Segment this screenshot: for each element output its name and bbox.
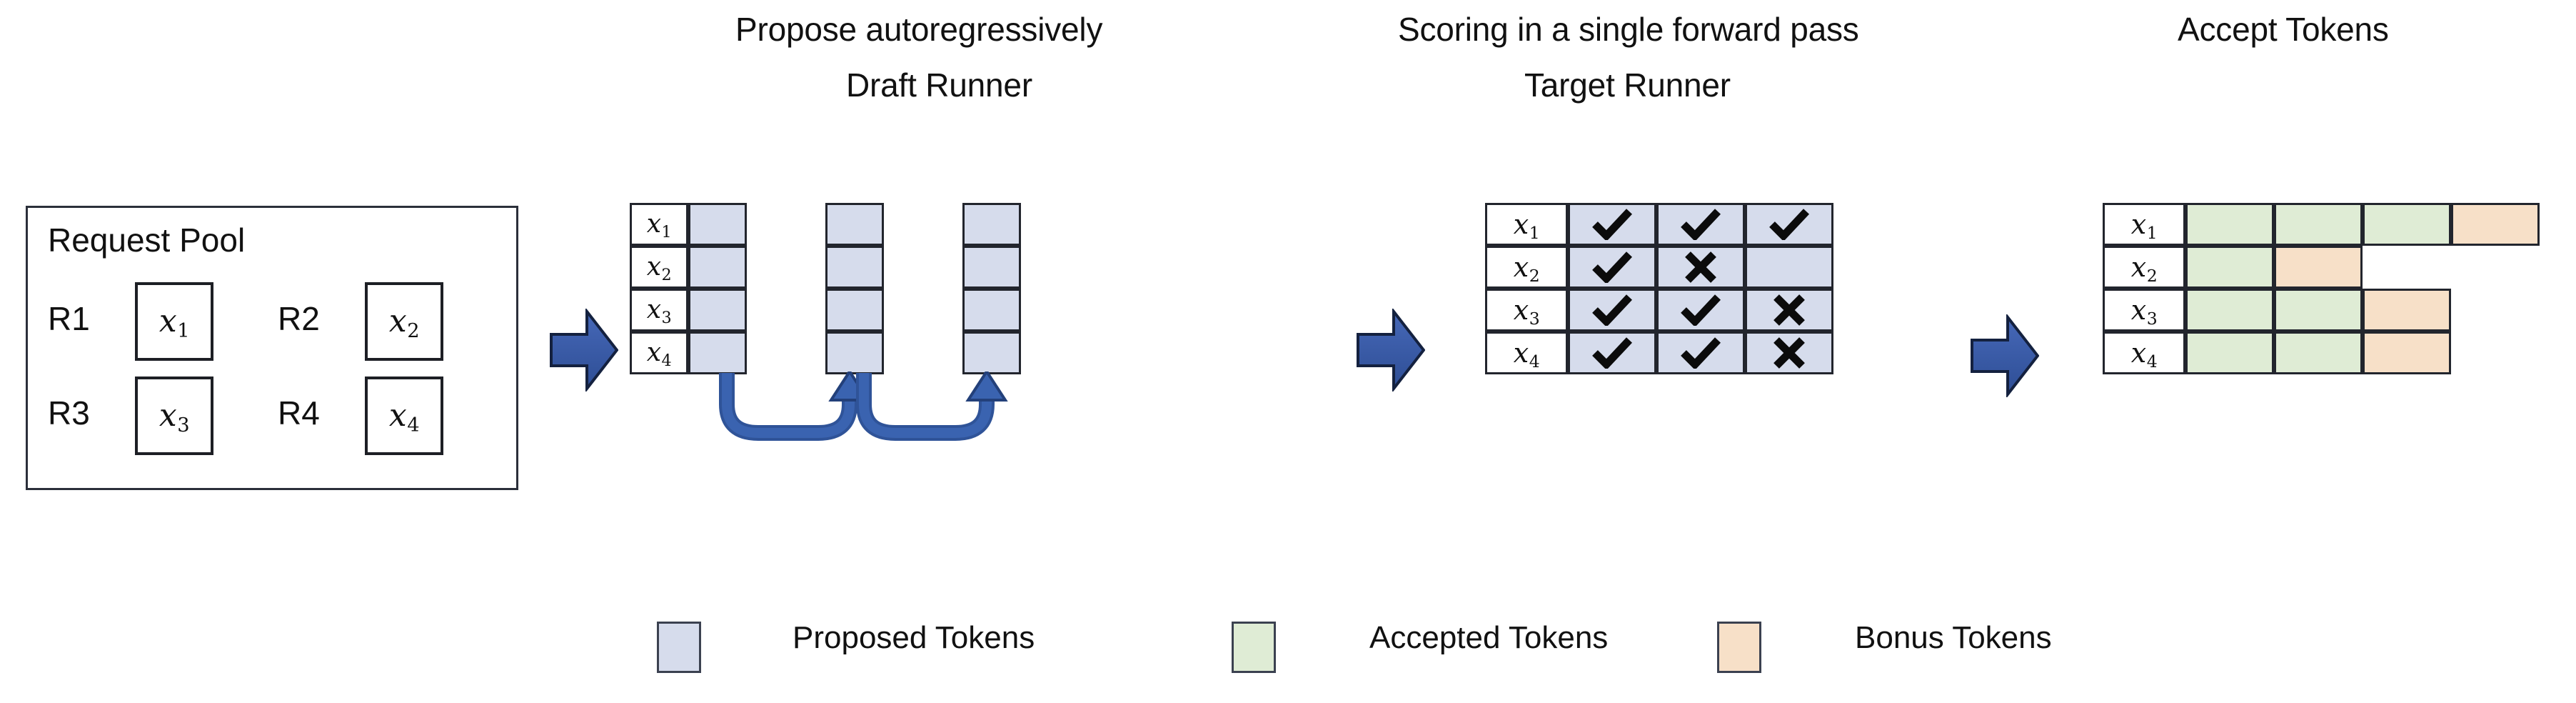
request-label-r2: R2 xyxy=(278,300,320,337)
accept-cell-r1-c2 xyxy=(2274,203,2363,246)
request-pool-title: Request Pool xyxy=(48,221,246,259)
draft-row-label-2: x2 xyxy=(630,246,688,289)
target-cell-r1-c1 xyxy=(1568,203,1656,246)
target-cell-r4-c1 xyxy=(1568,331,1656,374)
accept-cell-r4-c3-bonus xyxy=(2363,331,2451,374)
accept-cell-r3-c1 xyxy=(2185,289,2274,331)
target-cell-r2-c3 xyxy=(1745,246,1833,289)
draft-cell-s2-r3 xyxy=(825,289,884,331)
accept-cell-r4-c2 xyxy=(2274,331,2363,374)
heading-accept-tokens: Accept Tokens xyxy=(2178,11,2389,48)
request-label-r3: R3 xyxy=(48,394,90,432)
draft-cell-s1-r2 xyxy=(688,246,747,289)
request-pool-panel: Request Pool R1 x1 R2 x2 R3 x3 R4 x4 xyxy=(26,206,518,490)
target-cell-r1-c3 xyxy=(1745,203,1833,246)
check-icon xyxy=(1570,334,1654,372)
accept-cell-r3-c3-bonus xyxy=(2363,289,2451,331)
target-cell-r2-c1 xyxy=(1568,246,1656,289)
cross-icon xyxy=(1659,248,1743,286)
draft-cell-s3-r2 xyxy=(962,246,1021,289)
check-icon xyxy=(1659,334,1743,372)
heading-scoring: Scoring in a single forward pass xyxy=(1398,11,1859,48)
legend-label-accepted: Accepted Tokens xyxy=(1369,620,1609,655)
request-token-r2: x2 xyxy=(365,282,443,361)
draft-cell-s2-r2 xyxy=(825,246,884,289)
draft-cell-s1-r3 xyxy=(688,289,747,331)
heading-propose-autoregressively: Propose autoregressively xyxy=(735,11,1103,48)
target-cell-r2-c2 xyxy=(1656,246,1745,289)
check-icon xyxy=(1570,291,1654,329)
target-cell-r3-c1 xyxy=(1568,289,1656,331)
accept-row-label-4: x4 xyxy=(2103,331,2185,374)
target-row-label-3: x3 xyxy=(1485,289,1568,331)
target-cell-r3-c2 xyxy=(1656,289,1745,331)
autoregressive-loop-arrow-2 xyxy=(851,369,1015,454)
token-x1: x1 xyxy=(159,303,190,343)
accept-cell-r1-c1 xyxy=(2185,203,2274,246)
accept-cell-r3-c2 xyxy=(2274,289,2363,331)
target-row-label-1: x1 xyxy=(1485,203,1568,246)
cross-icon xyxy=(1747,334,1831,372)
accept-cell-r1-c4-bonus xyxy=(2451,203,2540,246)
draft-row-label-3: x3 xyxy=(630,289,688,331)
cross-icon xyxy=(1747,291,1831,329)
legend-swatch-accepted xyxy=(1232,622,1276,673)
legend-label-bonus: Bonus Tokens xyxy=(1855,620,2052,655)
accept-row-label-1: x1 xyxy=(2103,203,2185,246)
request-token-r4: x4 xyxy=(365,377,443,455)
draft-cell-s1-r4 xyxy=(688,331,747,374)
legend-swatch-bonus xyxy=(1717,622,1761,673)
request-label-r4: R4 xyxy=(278,394,320,432)
accept-cell-r2-c2-bonus xyxy=(2274,246,2363,289)
request-token-r3: x3 xyxy=(135,377,213,455)
heading-target-runner: Target Runner xyxy=(1524,66,1731,104)
target-cell-r1-c2 xyxy=(1656,203,1745,246)
draft-cell-s3-r1 xyxy=(962,203,1021,246)
legend-label-proposed: Proposed Tokens xyxy=(793,620,1035,655)
accept-row-label-3: x3 xyxy=(2103,289,2185,331)
token-x3: x3 xyxy=(159,397,190,437)
draft-cell-s3-r3 xyxy=(962,289,1021,331)
check-icon xyxy=(1747,205,1831,244)
heading-draft-runner: Draft Runner xyxy=(846,66,1032,104)
target-cell-r3-c3 xyxy=(1745,289,1833,331)
draft-cell-s2-r1 xyxy=(825,203,884,246)
check-icon xyxy=(1570,248,1654,286)
target-cell-r4-c2 xyxy=(1656,331,1745,374)
draft-cell-s3-r4 xyxy=(962,331,1021,374)
accept-cell-r2-c1 xyxy=(2185,246,2274,289)
token-x2: x2 xyxy=(388,303,420,343)
flow-arrow-target-to-accept xyxy=(1971,313,2040,399)
draft-row-label-1: x1 xyxy=(630,203,688,246)
target-row-label-2: x2 xyxy=(1485,246,1568,289)
draft-cell-s1-r1 xyxy=(688,203,747,246)
draft-row-label-4: x4 xyxy=(630,331,688,374)
accept-cell-r4-c1 xyxy=(2185,331,2274,374)
check-icon xyxy=(1659,205,1743,244)
accept-cell-r1-c3 xyxy=(2363,203,2451,246)
target-row-label-4: x4 xyxy=(1485,331,1568,374)
legend-swatch-proposed xyxy=(657,622,701,673)
flow-arrow-draft-to-target xyxy=(1357,307,1426,393)
check-icon xyxy=(1570,205,1654,244)
check-icon xyxy=(1659,291,1743,329)
target-cell-r4-c3 xyxy=(1745,331,1833,374)
request-token-r1: x1 xyxy=(135,282,213,361)
flow-arrow-pool-to-draft xyxy=(550,307,619,393)
accept-row-label-2: x2 xyxy=(2103,246,2185,289)
autoregressive-loop-arrow-1 xyxy=(714,369,878,454)
draft-cell-s2-r4 xyxy=(825,331,884,374)
token-x4: x4 xyxy=(388,397,420,437)
request-label-r1: R1 xyxy=(48,300,90,337)
